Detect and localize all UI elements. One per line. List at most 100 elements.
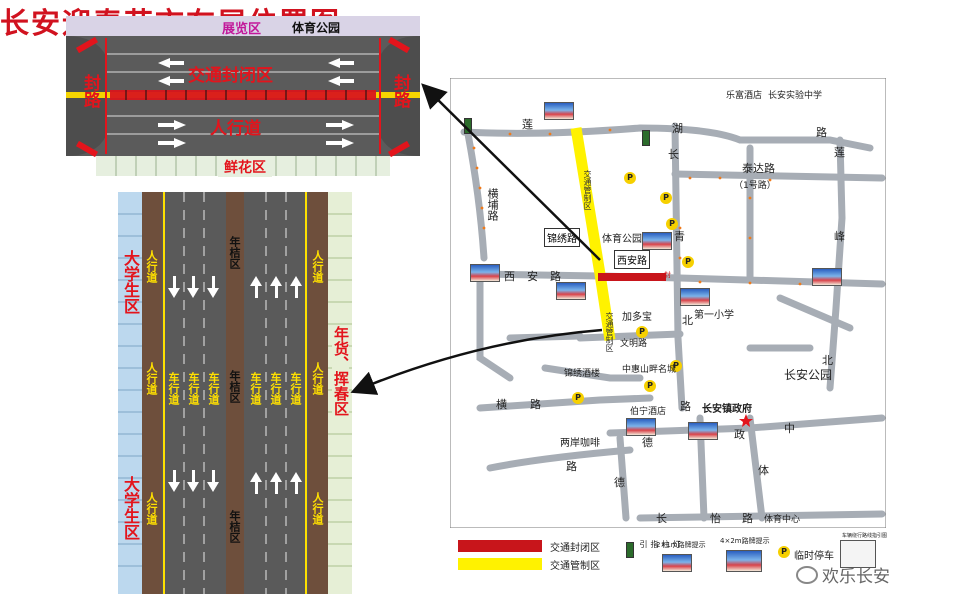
label-control-zone-1: 交通管制区: [583, 170, 592, 210]
label-changan-park: 长安公园: [784, 368, 833, 382]
median-label-bot: 年桔区: [228, 510, 241, 543]
legend-road-sign-label: 车辆绕行路线指引图: [842, 533, 888, 539]
watermark-icon: [796, 566, 818, 584]
road-de: 德: [642, 436, 653, 449]
parking-marker-7: P: [644, 380, 656, 392]
sidewalk-right-bot: 人行道: [311, 492, 324, 525]
map-drawing: [449, 77, 887, 529]
road-lian: 莲: [522, 118, 533, 131]
label-lefu-hotel: 乐富酒店: [726, 91, 763, 101]
legend-lamp-label: 灯柱指引: [639, 540, 681, 548]
billboard-3: [470, 264, 500, 282]
new-year-goods-zone-label: 年货、挥春区: [332, 326, 350, 416]
road-hu: 湖: [672, 122, 683, 135]
billboard-7: [626, 418, 656, 436]
flower-zone-label: 鲜花区: [218, 157, 272, 177]
road-lu-bottom: 路: [742, 512, 753, 525]
road-pian: 怡: [710, 512, 721, 525]
exhibit-zone-label: 展览区: [222, 22, 262, 37]
label-jinxiu-restaurant: 锦绣酒楼: [564, 369, 601, 379]
road-lu-low: 路: [566, 460, 577, 473]
road-chang-bottom: 长: [656, 512, 667, 525]
closed-street-panel: 展览区 体育公园 交通封闭区 人行道 鲜花区 封路 封路: [66, 16, 420, 177]
lane-label-6: 车行道: [289, 372, 302, 405]
road-heng-bottom: 横: [496, 398, 507, 411]
label-sports-park: 体育公园: [602, 234, 642, 245]
road-zheng: 政: [734, 428, 745, 441]
closed-mark: 封: [664, 271, 671, 279]
legend-control-swatch: [458, 558, 542, 570]
legend-road-sign-icon: [840, 540, 876, 568]
label-baining-hotel: 伯宁酒店: [630, 407, 667, 417]
road-closed-right-label: 封路: [390, 74, 410, 108]
road-tai-da: 泰达路: [742, 162, 775, 175]
road-chang-top: 长: [668, 148, 679, 161]
legend-parking-label: 临时停车: [794, 551, 834, 562]
road-de-low: 德: [614, 476, 625, 489]
label-sports-center: 体育中心: [764, 515, 801, 525]
parking-marker-2: P: [660, 192, 672, 204]
label-wenming-road: 文明路: [620, 339, 648, 349]
road-feng: 峰: [834, 230, 845, 243]
billboard-2: [642, 232, 672, 250]
legend-closed-label: 交通封闭区: [550, 543, 600, 554]
xian-road-box: 西安路: [614, 250, 650, 269]
label-zhonghui: 中惠山畔名城: [622, 365, 677, 375]
lane-label-1: 车行道: [167, 372, 180, 405]
watermark-text: 欢乐长安: [822, 567, 890, 587]
lane-label-4: 车行道: [249, 372, 262, 405]
road-lian-right: 莲: [834, 146, 845, 159]
road-bei-right: 北: [822, 354, 833, 367]
billboard-6: [812, 268, 842, 286]
legend-control-label: 交通管制区: [550, 561, 600, 572]
legend-parking-icon: P: [778, 546, 790, 558]
sidewalk-label: 人行道: [210, 119, 261, 139]
lane-label-3: 车行道: [207, 372, 220, 405]
sidewalk-left-mid: 人行道: [145, 362, 158, 395]
lamp-post-2: [642, 130, 650, 146]
parking-marker-1: P: [624, 172, 636, 184]
parking-marker-8: P: [572, 392, 584, 404]
parking-marker-6: P: [670, 360, 682, 372]
sidewalk-right-top: 人行道: [311, 250, 324, 283]
label-jiaduobao: 加多宝: [622, 312, 652, 323]
label-town-gov: 长安镇政府: [702, 404, 752, 415]
label-middle-school: 长安实验中学: [768, 91, 823, 101]
road-hengpu: 横埔路: [486, 188, 499, 221]
road-lu-top: 路: [816, 126, 827, 139]
legend-sign-4x2-label: 4×2m路牌提示: [720, 537, 770, 545]
university-zone-top-label: 大学生区: [121, 250, 140, 314]
parking-marker-5: P: [636, 326, 648, 338]
road-zhong: 中: [784, 422, 795, 435]
road-bei: 北: [682, 314, 693, 327]
sidewalk-left-bot: 人行道: [145, 492, 158, 525]
parking-marker-4: P: [682, 256, 694, 268]
cross-section-drawing: [118, 192, 352, 594]
sports-park-label: 体育公园: [292, 21, 341, 35]
university-zone-bottom-label: 大学生区: [121, 476, 140, 540]
closed-zone-label: 交通封闭区: [188, 66, 273, 86]
billboard-1: [544, 102, 574, 120]
road-no1: （1号路）: [734, 181, 776, 191]
label-control-zone-2: 交通管制区: [605, 312, 614, 352]
road-ti: 体: [758, 464, 769, 477]
label-lianan-cafe: 两岸咖啡: [560, 438, 600, 449]
road-xian: 西安路: [504, 270, 573, 283]
median-label-mid: 年桔区: [228, 370, 241, 403]
legend-closed-swatch: [458, 540, 542, 552]
legend-sign-2x1-label: 2×1m路牌提示: [656, 541, 706, 549]
sidewalk-left-top: 人行道: [145, 250, 158, 283]
closed-street-drawing: [66, 16, 420, 176]
sidewalk-right-mid: 人行道: [311, 362, 324, 395]
median-label-top: 年桔区: [228, 236, 241, 269]
road-closed-left-label: 封路: [80, 74, 100, 108]
billboard-4: [556, 282, 586, 300]
parking-marker-3: P: [666, 218, 678, 230]
legend-sign-2x1-icon: [662, 554, 692, 572]
legend-sign-4x2-icon: [726, 550, 762, 572]
legend-lamp-icon: [626, 542, 634, 558]
road-qing: 青: [674, 230, 685, 243]
road-lu-mid: 路: [680, 400, 691, 413]
lane-label-5: 车行道: [269, 372, 282, 405]
